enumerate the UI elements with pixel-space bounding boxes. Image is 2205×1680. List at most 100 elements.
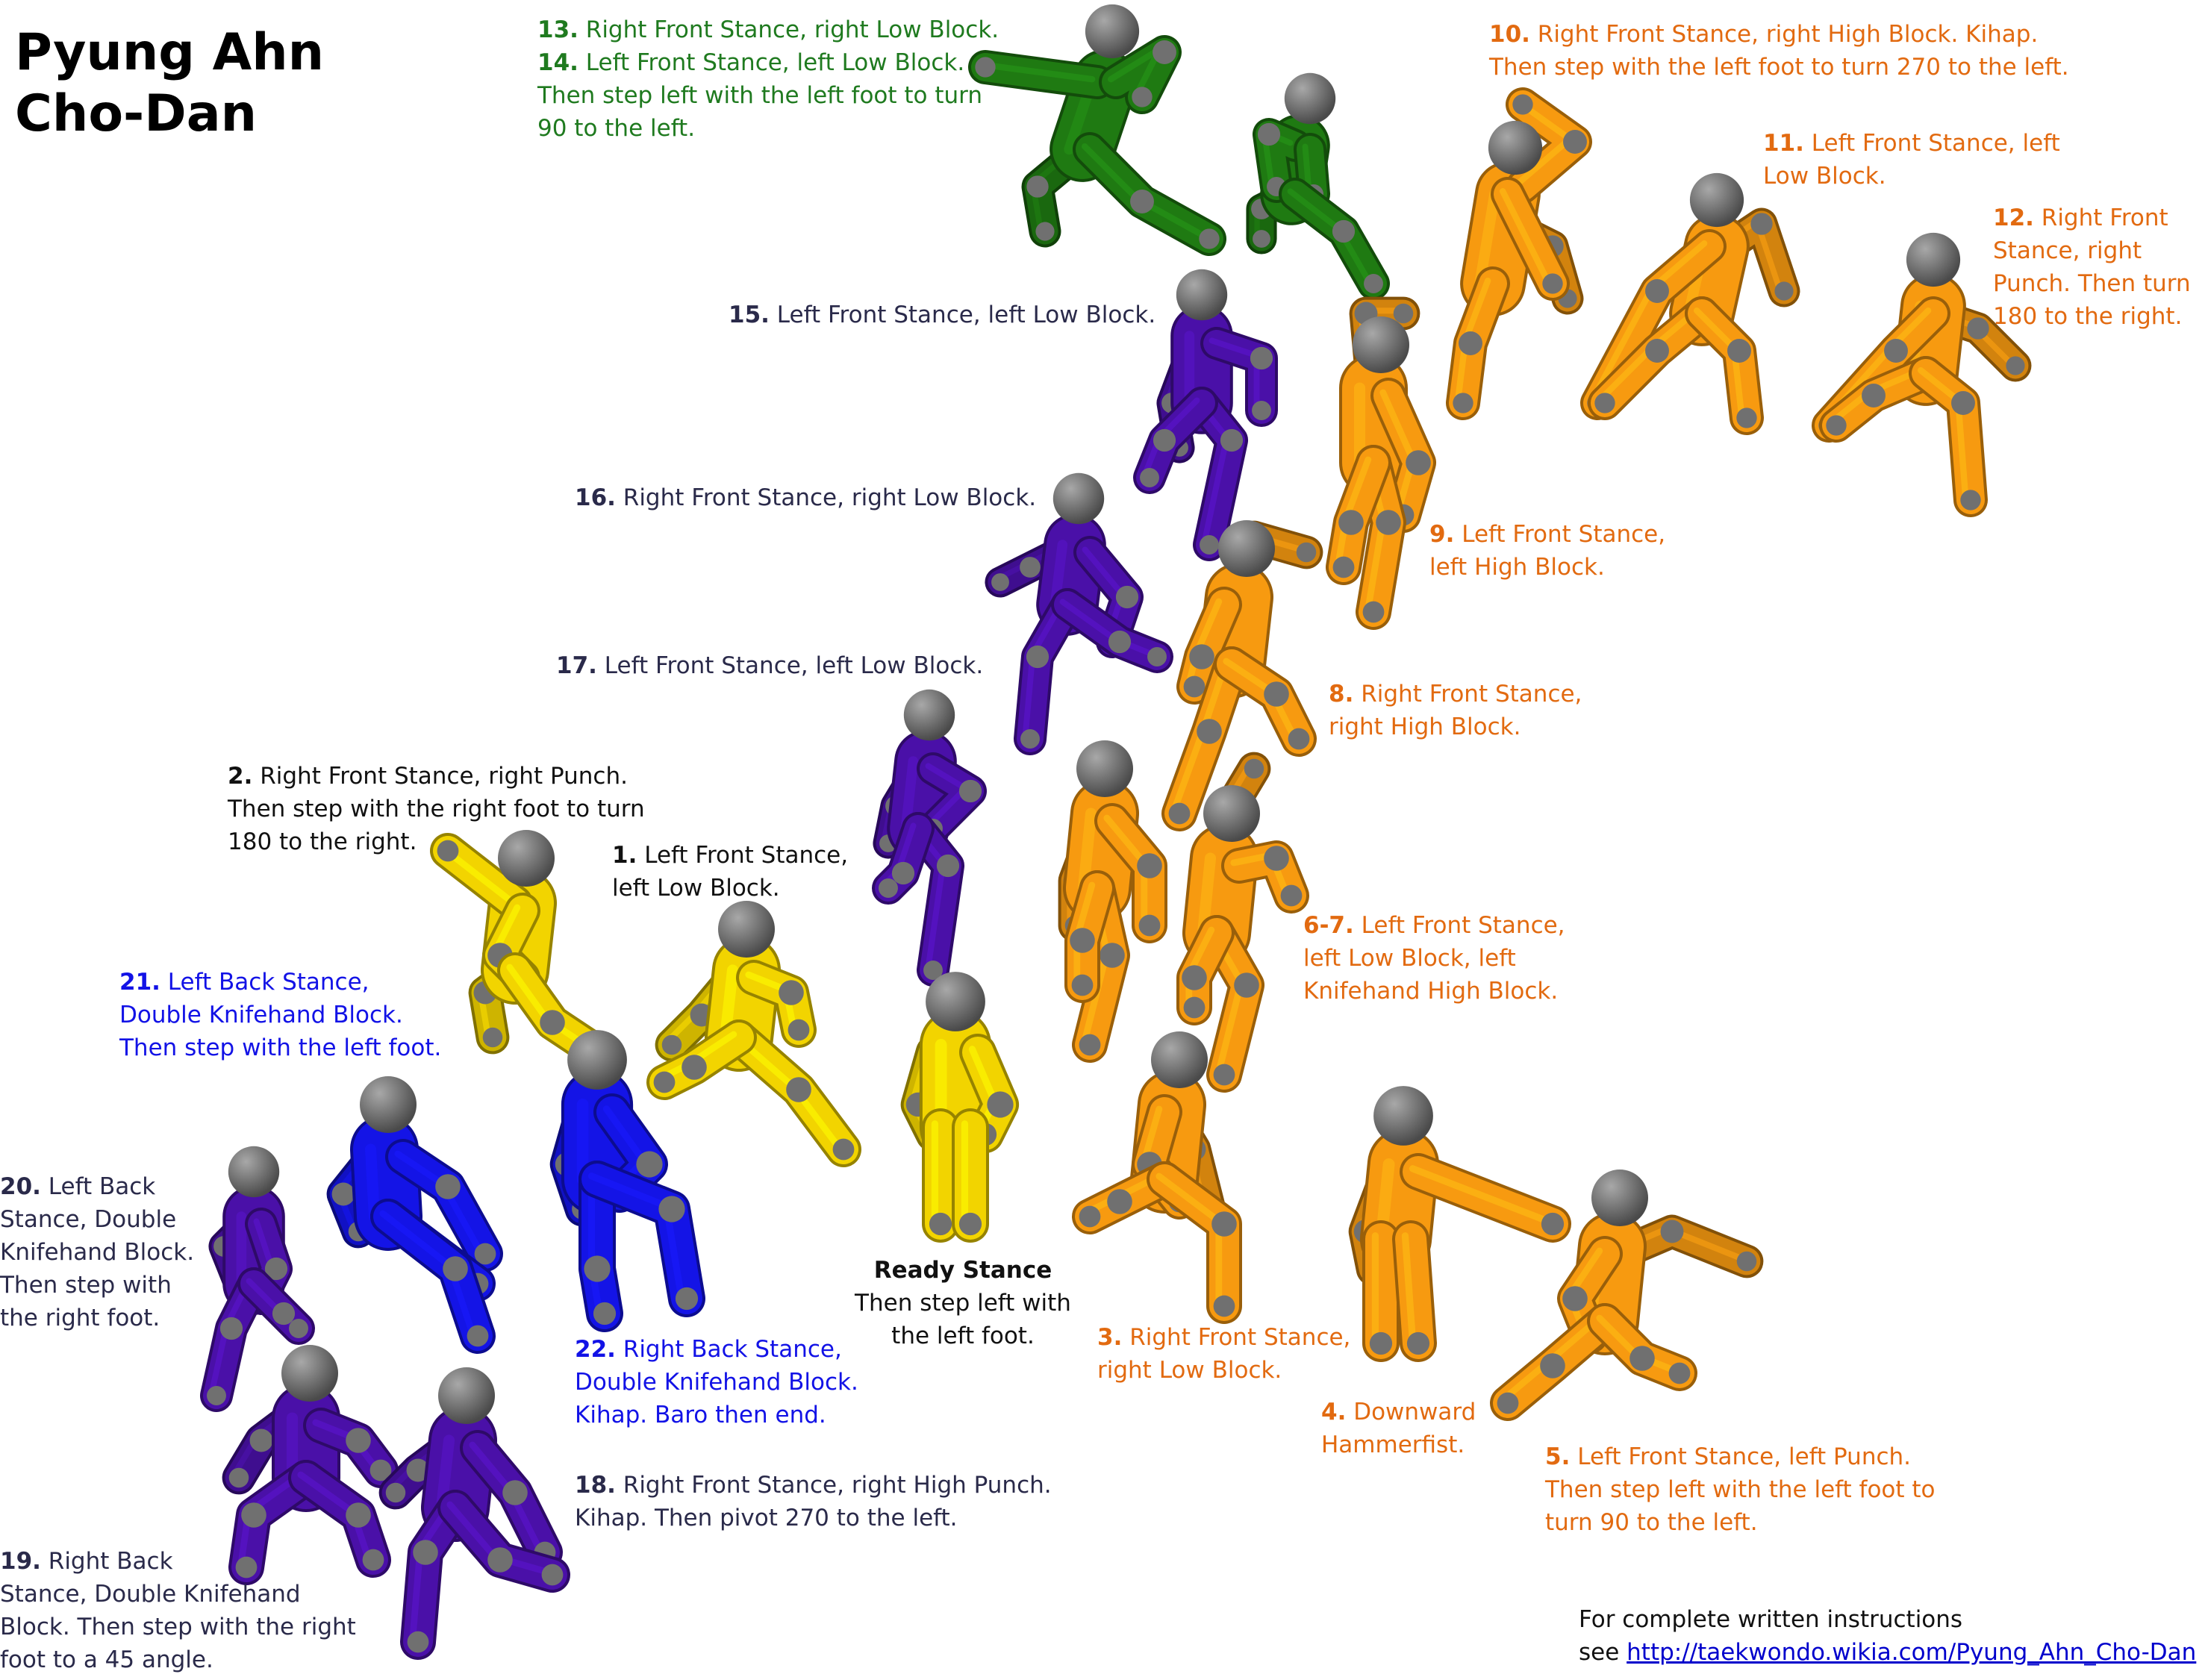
step-text: Right Front Stance, right Low Block. — [623, 484, 1037, 511]
label-step-11: 11. Left Front Stance, left Low Block. — [1763, 127, 2060, 193]
head — [281, 1345, 338, 1402]
step-text: Left Front Stance, left Low Block. — [604, 652, 984, 679]
joint — [241, 1502, 266, 1528]
label-step-8: 8. Right Front Stance, right High Block. — [1329, 678, 1582, 743]
joint — [235, 1556, 258, 1578]
head — [1373, 1086, 1433, 1146]
joint — [435, 1174, 461, 1199]
step-number: 10. — [1489, 21, 1530, 48]
joint — [474, 1243, 496, 1265]
joint — [1362, 601, 1385, 623]
step-text: the left foot. — [891, 1323, 1035, 1349]
step-text: Knifehand Block. — [0, 1239, 195, 1266]
step-number: 8. — [1329, 681, 1354, 708]
step-number: 3. — [1097, 1324, 1123, 1351]
joint — [1826, 415, 1847, 436]
mannequin-step-22 — [549, 1030, 705, 1332]
joint — [1253, 230, 1270, 248]
joint — [1020, 729, 1040, 749]
mannequin-step-11 — [1580, 172, 1800, 435]
head — [1218, 520, 1275, 577]
step-number: 13. — [537, 16, 578, 43]
joint — [219, 1317, 243, 1340]
joint — [1736, 407, 1757, 428]
step-text: Right Front Stance, right Punch. — [260, 763, 628, 790]
joint — [1668, 1362, 1691, 1384]
step-number: 19. — [0, 1548, 41, 1575]
step-text: left Low Block, left — [1303, 945, 1516, 972]
joint — [1562, 1286, 1588, 1311]
head — [498, 830, 555, 887]
joint — [1250, 346, 1273, 370]
joint — [682, 1055, 707, 1080]
step-text: right Low Block. — [1097, 1357, 1282, 1384]
head — [926, 972, 985, 1031]
step-text: 180 to the right. — [1993, 303, 2183, 330]
joint — [786, 1077, 811, 1102]
head — [1488, 120, 1543, 175]
mannequin-step-19 — [222, 1345, 399, 1585]
joint — [502, 1480, 528, 1505]
step-text: 180 to the right. — [228, 828, 417, 855]
joint — [1197, 719, 1222, 744]
head — [718, 901, 775, 958]
head — [438, 1367, 495, 1424]
joint — [1645, 279, 1669, 303]
mannequin-step-20 — [200, 1146, 315, 1412]
label-step-4: 4. Downward Hammerfist. — [1321, 1396, 1476, 1461]
joint — [1563, 130, 1587, 154]
label-step-3: 3. Right Front Stance, right Low Block. — [1097, 1321, 1350, 1387]
mannequin-step-4 — [1348, 1086, 1571, 1362]
step-text: left High Block. — [1429, 554, 1605, 581]
torso-highlight — [1474, 188, 1500, 290]
label-step-1: 1. Left Front Stance, left Low Block. — [612, 839, 848, 905]
joint — [437, 840, 459, 862]
joint — [1542, 273, 1563, 294]
joint — [1026, 645, 1050, 669]
limb-highlight — [1409, 1165, 1551, 1225]
label-ready-stance: Ready Stance Then step left with the lef… — [843, 1254, 1082, 1352]
joint — [331, 1182, 355, 1206]
mannequin-step-18 — [378, 1367, 570, 1660]
step-text: Then step left with — [855, 1290, 1071, 1317]
joint — [1338, 510, 1364, 535]
joint — [661, 1034, 682, 1055]
joint — [779, 980, 804, 1005]
joint — [1264, 846, 1289, 871]
joint — [1244, 758, 1264, 779]
joint — [1280, 884, 1303, 907]
joint — [1130, 190, 1154, 213]
step-title: Ready Stance — [873, 1257, 1052, 1284]
step-text: Then step with the right foot to turn — [228, 796, 645, 822]
step-number: 4. — [1321, 1399, 1347, 1425]
joint — [1594, 393, 1615, 413]
joint — [879, 878, 898, 898]
step-text: Right Front Stance, — [1129, 1324, 1351, 1351]
joint — [1137, 853, 1162, 878]
head — [1203, 785, 1260, 842]
joint — [1200, 535, 1219, 555]
label-step-5: 5. Left Front Stance, left Punch. Then s… — [1545, 1440, 1936, 1539]
limb — [1395, 1223, 1434, 1359]
footer-note: For complete written instructions see ht… — [1579, 1603, 2196, 1669]
joint — [653, 1071, 676, 1093]
step-text: Stance, Double — [0, 1206, 177, 1233]
joint — [1884, 339, 1908, 363]
label-step-22: 22. Right Back Stance, Double Knifehand … — [575, 1333, 858, 1431]
step-text: Then step left with the left foot to — [1545, 1476, 1936, 1503]
joint — [593, 1302, 617, 1325]
joint — [487, 1547, 513, 1573]
joint — [1453, 393, 1473, 413]
instructions-link[interactable]: http://taekwondo.wikia.com/Pyung_Ahn_Cho… — [1627, 1639, 2197, 1666]
joint — [1459, 331, 1482, 355]
label-step-2: 2. Right Front Stance, right Punch. Then… — [228, 760, 645, 858]
label-step-15: 15. Left Front Stance, left Low Block. — [729, 299, 1155, 331]
mannequin-step-14 — [1246, 72, 1390, 300]
step-text: Right Front Stance, right Low Block. — [585, 16, 999, 43]
page-title: Pyung Ahn Cho-Dan — [15, 22, 324, 145]
joint — [1288, 728, 1310, 750]
mannequin-step-13 — [968, 4, 1226, 256]
joint — [385, 1482, 406, 1503]
joint — [1257, 122, 1281, 146]
